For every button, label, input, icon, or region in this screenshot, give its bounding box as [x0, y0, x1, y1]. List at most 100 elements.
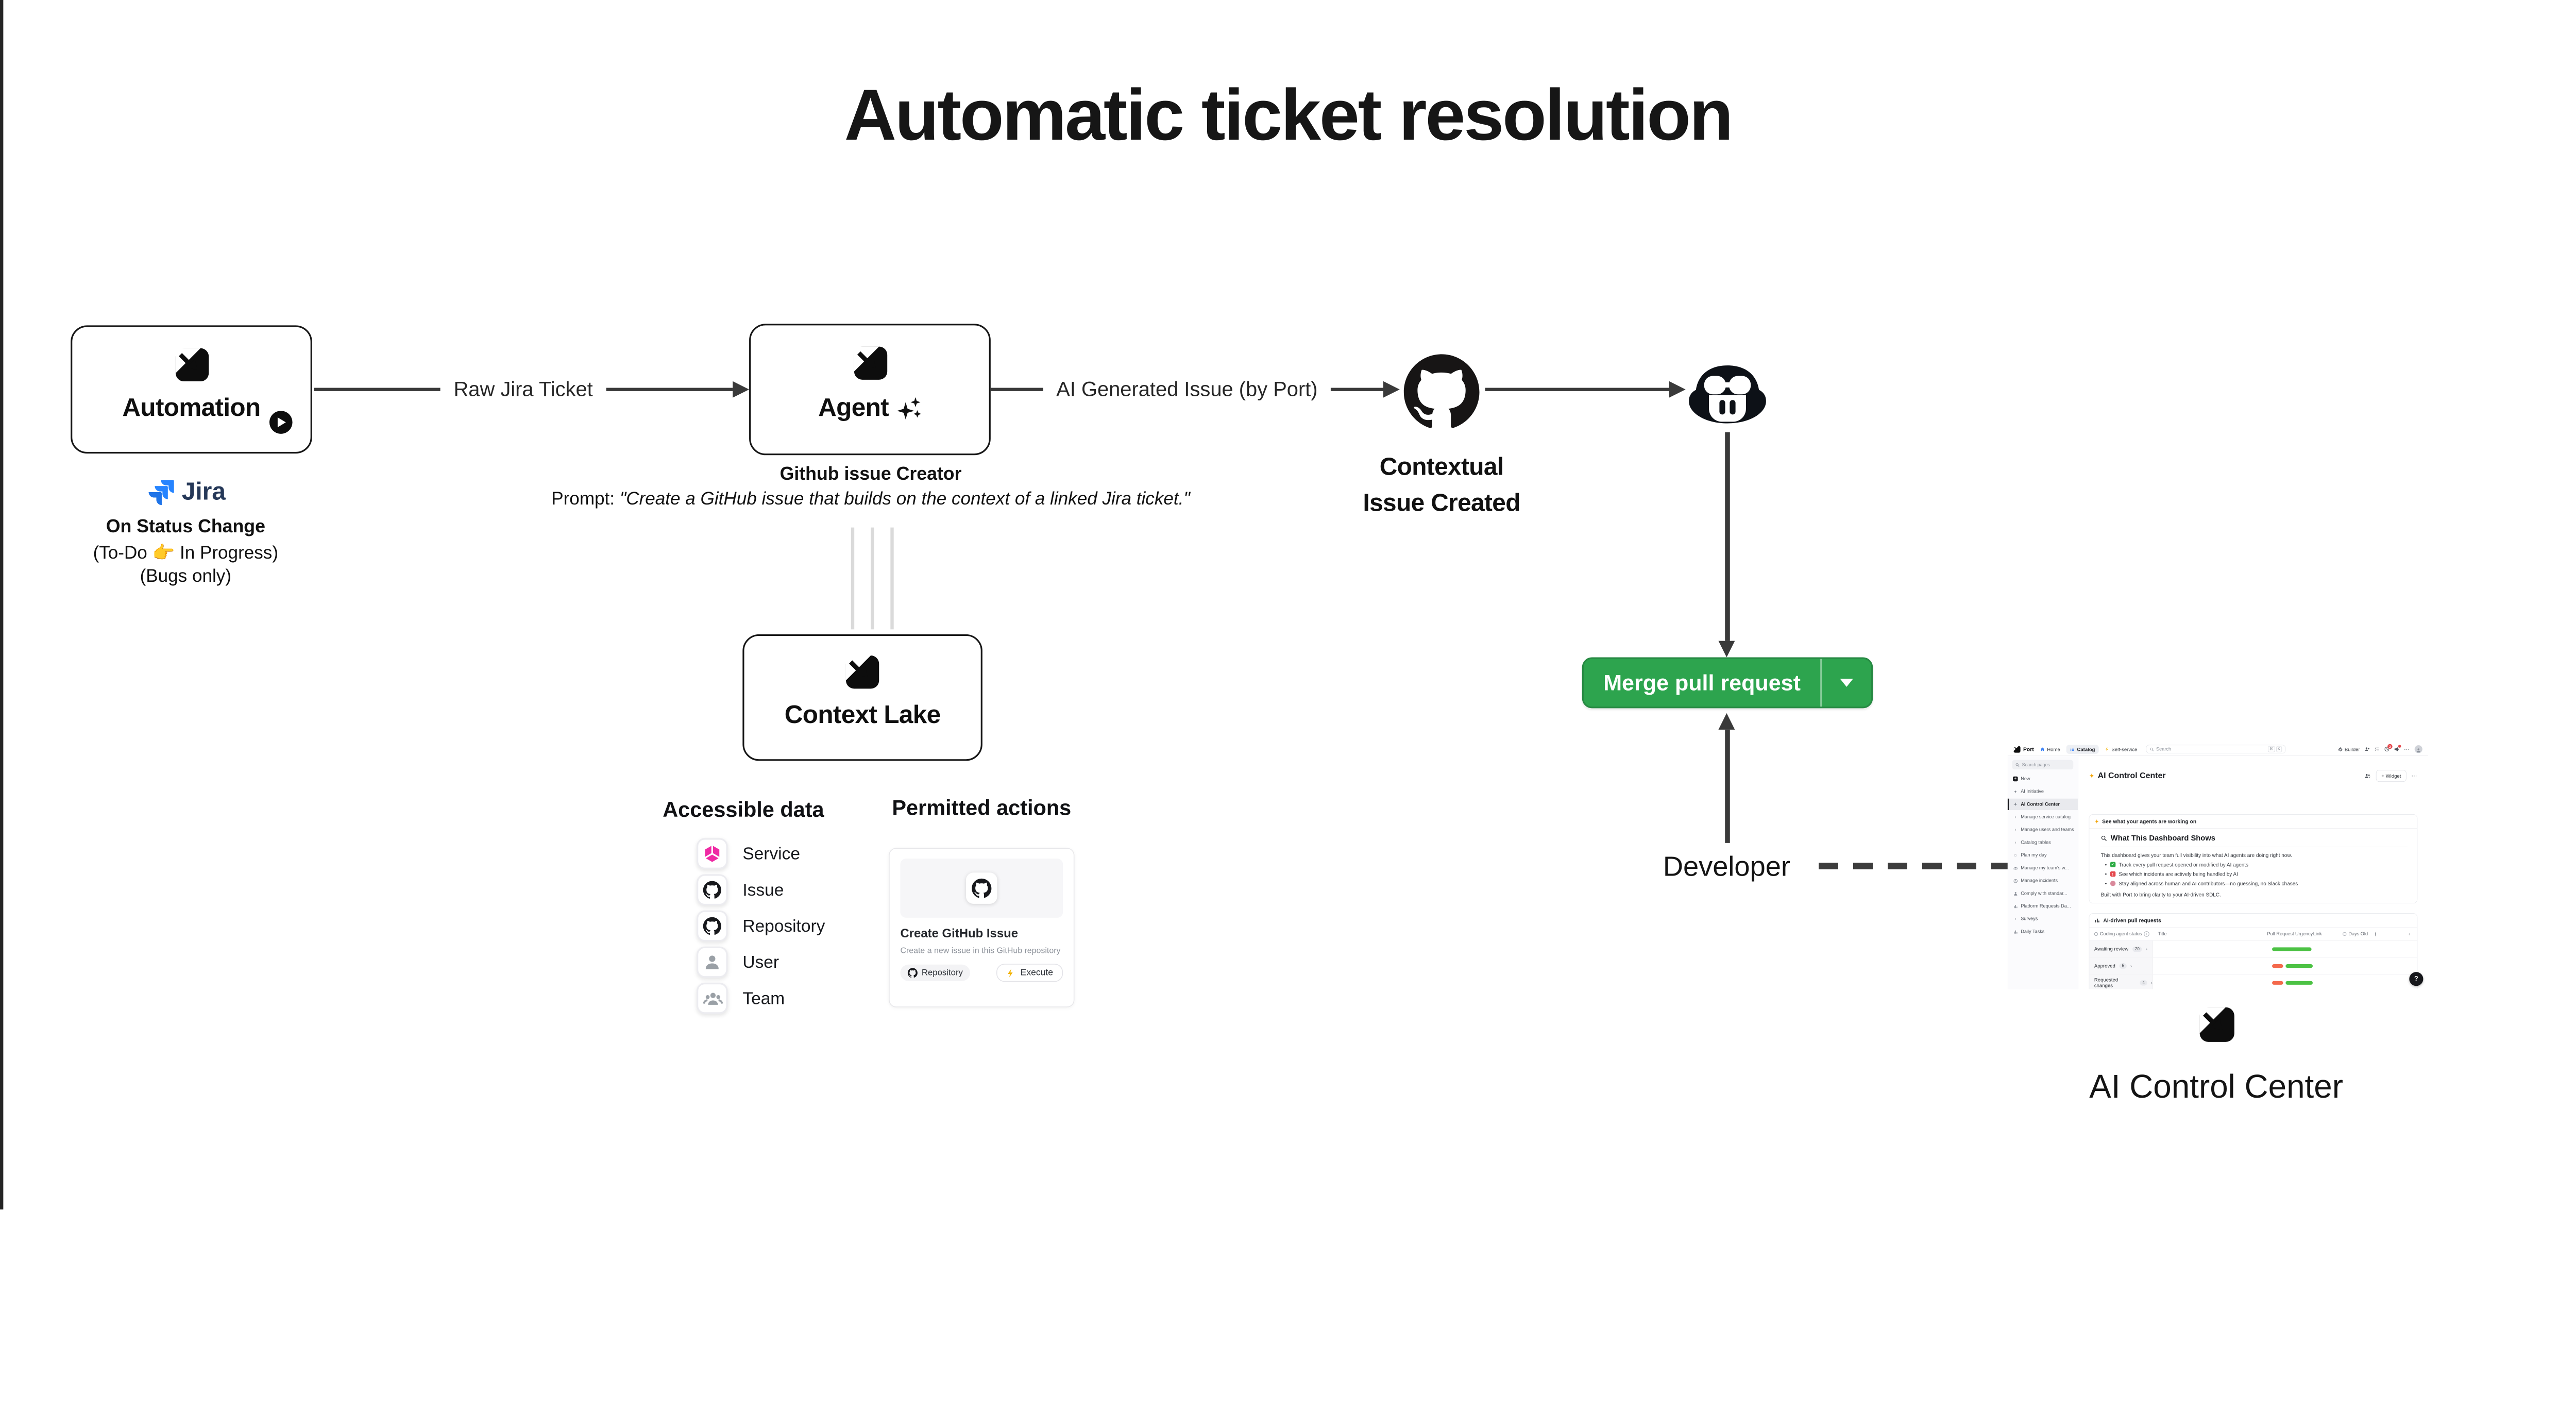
github-icon: [703, 881, 721, 899]
dashboard-outro: Built with Port to bring clarity to your…: [2100, 892, 2221, 898]
merge-pull-request-button[interactable]: Merge pull request: [1582, 657, 1873, 709]
thumb-sidebar: Search pages +New ✦AI Initiative ✦AI Con…: [2007, 755, 2078, 989]
data-item-repository: Repository: [697, 910, 825, 942]
search-icon: [2015, 763, 2020, 767]
dashboard-shows-title: What This Dashboard Shows: [2110, 833, 2216, 843]
count-badge: 5: [2119, 963, 2127, 969]
sparkle-icon: ✦: [2089, 772, 2095, 780]
bullet-track-prs: •✓ Track every pull request opened or mo…: [2105, 861, 2249, 868]
sidebar-item-ai-initiative[interactable]: ✦AI Initiative: [2013, 789, 2044, 795]
thumb-search-input[interactable]: Search ⌘ K: [2146, 745, 2286, 754]
thumb-nav-catalog[interactable]: Catalog: [2066, 744, 2099, 754]
jira-trigger-title: On Status Change: [106, 517, 265, 537]
thumb-sidebar-search[interactable]: Search pages: [2012, 760, 2074, 770]
edge-ai-generated-issue: AI Generated Issue (by Port): [990, 375, 1400, 404]
jira-logo-icon: [148, 480, 174, 506]
overflow-menu-icon[interactable]: ⋯: [2403, 745, 2410, 752]
thumb-nav-self-service[interactable]: Self-service: [2105, 746, 2137, 752]
edge-raw-jira-ticket: Raw Jira Ticket: [314, 375, 750, 404]
bolt-icon: [1008, 968, 1013, 977]
catalog-icon: [2070, 747, 2074, 751]
invite-user-icon[interactable]: [2364, 747, 2370, 752]
copilot-icon: [1689, 365, 1766, 424]
connector-copilot-merge: [1725, 432, 1730, 641]
bar-chart-icon: [2095, 918, 2099, 922]
cube-icon: [704, 845, 720, 863]
chevron-right-icon: ›: [2130, 963, 2132, 969]
merge-button-divider: [1820, 659, 1822, 707]
thumb-nav-home[interactable]: Home: [2040, 746, 2060, 752]
github-icon: [703, 917, 721, 935]
agent-name-caption: Github issue Creator: [779, 465, 962, 485]
connector-agent-lake-1: [851, 527, 854, 630]
execute-button[interactable]: Execute: [996, 964, 1063, 982]
user-icon: [705, 955, 719, 969]
github-caption-line1: Contextual: [1379, 453, 1504, 482]
bolt-icon: [2106, 747, 2108, 751]
chevron-right-icon: ›: [2014, 840, 2016, 845]
sidebar-item-surveys[interactable]: ›Surveys: [2008, 913, 2078, 924]
sidebar-item-daily-tasks[interactable]: Daily Tasks: [2008, 926, 2078, 937]
merge-dropdown-button[interactable]: [1822, 659, 1871, 707]
count-badge: 4: [2140, 980, 2147, 986]
urgency-bar-red: [2272, 981, 2283, 985]
dashboard-intro: This dashboard gives your team full visi…: [2100, 852, 2292, 859]
sidebar-item-plan-my-day[interactable]: ☼Plan my day: [2013, 852, 2047, 858]
overflow-menu-icon[interactable]: ⋯: [2411, 772, 2418, 779]
port-logo-icon: [175, 348, 208, 382]
merge-button-label[interactable]: Merge pull request: [1603, 670, 1801, 695]
edge-github-to-copilot: [1485, 375, 1686, 404]
sidebar-item-manage-team-work[interactable]: Manage my team's w...: [2008, 862, 2078, 873]
bullet-aligned: • Stay aligned across human and AI contr…: [2105, 880, 2298, 887]
add-column-button[interactable]: +: [2408, 931, 2412, 937]
count-badge: 20: [2132, 946, 2142, 952]
notification-badge: 2: [2387, 744, 2393, 749]
chevron-right-icon: ›: [2014, 814, 2016, 820]
github-icon: [1403, 354, 1480, 428]
sidebar-item-manage-service-catalog[interactable]: ›Manage service catalog: [2008, 811, 2078, 822]
urgency-bar-green: [2285, 964, 2313, 968]
sidebar-item-catalog-tables[interactable]: ›Catalog tables: [2008, 837, 2078, 848]
sidebar-item-platform-requests[interactable]: Platform Requests Da...: [2008, 900, 2078, 912]
sidebar-item-manage-incidents[interactable]: Manage incidents: [2008, 875, 2078, 886]
jira-wordmark: Jira: [181, 478, 226, 507]
cmd-key: ⌘: [2267, 746, 2275, 752]
clock-icon[interactable]: 2: [2384, 744, 2393, 752]
play-badge-icon: [268, 411, 292, 434]
checklist-icon[interactable]: [2375, 747, 2380, 752]
status-ring-icon: [2094, 932, 2098, 936]
agent-node: Agent: [749, 324, 991, 456]
edge-label-ai-generated-issue: AI Generated Issue (by Port): [1056, 378, 1318, 401]
announcements-icon[interactable]: [2394, 745, 2401, 752]
avatar[interactable]: [2414, 745, 2422, 753]
thumb-top-nav: Port Home Catalog Self-service Search: [2007, 743, 2429, 756]
sidebar-item-manage-users-teams[interactable]: ›Manage users and teams: [2008, 824, 2078, 835]
arrowhead-down-icon: [1717, 641, 1734, 658]
agent-label: Agent: [818, 394, 889, 423]
sparkle-icon: ✦: [2013, 802, 2018, 808]
developer-label: Developer: [1663, 851, 1790, 883]
team-icon: [702, 990, 722, 1005]
check-icon: ✓: [2110, 862, 2115, 867]
github-icon: [972, 878, 992, 898]
help-button[interactable]: ?: [2409, 972, 2424, 986]
page-edge-line: [0, 0, 3, 1209]
sidebar-item-new[interactable]: +New: [2008, 773, 2078, 784]
action-description: Create a new issue in this GitHub reposi…: [900, 946, 1061, 956]
jira-trigger-note: (Bugs only): [140, 567, 232, 587]
people-group-icon[interactable]: [2365, 772, 2371, 779]
github-icon: [907, 968, 918, 978]
add-widget-button[interactable]: + Widget: [2376, 769, 2406, 782]
sidebar-item-ai-control-center[interactable]: ✦AI Control Center: [2007, 798, 2078, 811]
sidebar-item-comply-standards[interactable]: Comply with standar...: [2008, 888, 2078, 899]
action-card: Create GitHub Issue Create a new issue i…: [889, 848, 1075, 1007]
thumb-nav-builder[interactable]: Builder: [2337, 746, 2360, 752]
connector-agent-lake-2: [871, 527, 874, 630]
repository-badge: Repository: [900, 964, 971, 981]
info-icon: i: [2144, 931, 2149, 937]
sun-icon: ☼: [2013, 852, 2018, 858]
port-logo-icon: [845, 655, 879, 689]
